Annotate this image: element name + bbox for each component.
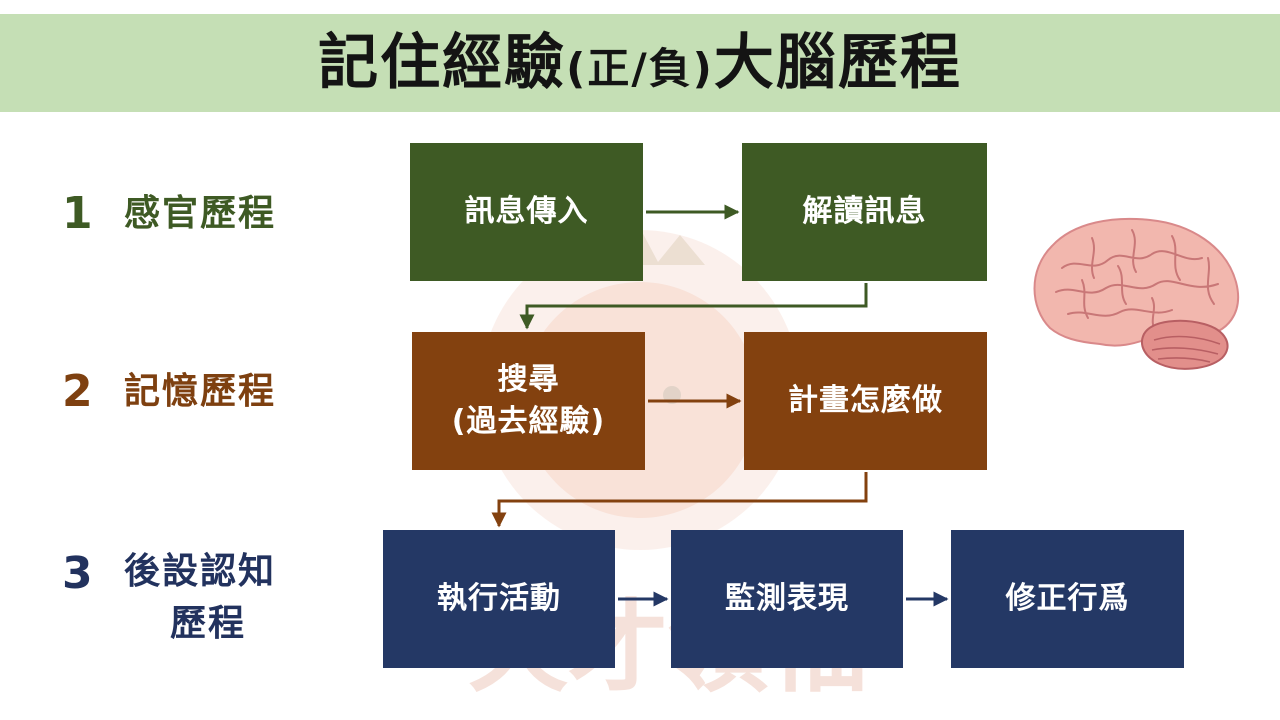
box-plan-text: 計畫怎麼做 bbox=[788, 383, 943, 418]
brain-icon bbox=[1033, 217, 1240, 370]
box-plan: 計畫怎麼做 bbox=[744, 332, 987, 470]
box-decode-text: 解讀訊息 bbox=[802, 194, 927, 229]
title-suffix: 大腦歷程 bbox=[713, 28, 962, 98]
title-banner: 記住經驗(正/負)大腦歷程 bbox=[0, 14, 1280, 112]
title-main: 記住經驗 bbox=[318, 28, 567, 98]
stage-1-label: 感官歷程 bbox=[124, 188, 276, 240]
box-execute: 執行活動 bbox=[383, 530, 615, 668]
box-monitor-text: 監測表現 bbox=[725, 581, 849, 616]
stage-2-label-line: 記憶歷程 bbox=[124, 371, 277, 412]
box-monitor: 監測表現 bbox=[671, 530, 903, 668]
arrow-decode-to-search bbox=[519, 283, 868, 330]
box-execute-text: 執行活動 bbox=[437, 581, 561, 616]
stage-1-number: 1 bbox=[62, 188, 93, 239]
title-paren: (正/負) bbox=[566, 44, 714, 93]
box-decode: 解讀訊息 bbox=[742, 143, 987, 281]
arrow-plan-to-execute bbox=[491, 472, 868, 528]
box-search: 搜尋 (過去經驗) bbox=[412, 332, 645, 470]
stage-3-number: 3 bbox=[62, 548, 93, 599]
stage-3-label-line-2: 歷程 bbox=[170, 603, 247, 644]
stage-3-label-line-1: 後設認知 bbox=[124, 551, 277, 592]
box-search-text-2: (過去經驗) bbox=[451, 404, 606, 439]
stage-2-number: 2 bbox=[62, 366, 93, 417]
box-correct: 修正行爲 bbox=[951, 530, 1184, 668]
stage-2-label: 記憶歷程 bbox=[124, 366, 276, 418]
box-search-text-1: 搜尋 bbox=[497, 362, 560, 397]
stage-1-label-line: 感官歷程 bbox=[124, 193, 277, 234]
box-info-in: 訊息傳入 bbox=[410, 143, 643, 281]
box-info-in-text: 訊息傳入 bbox=[464, 194, 589, 229]
page-title: 記住經驗(正/負)大腦歷程 bbox=[0, 14, 1280, 112]
box-correct-text: 修正行爲 bbox=[1005, 581, 1130, 616]
stage-3-label: 後設認知 歷程 bbox=[124, 546, 276, 650]
